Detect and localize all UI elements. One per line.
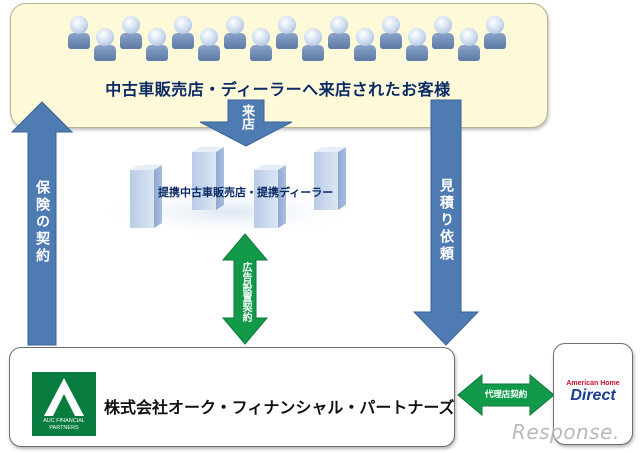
partner-box: American Home Direct: [553, 343, 633, 445]
customer-figure-icon: [354, 28, 376, 62]
auc-financial-logo: AUC FINANCIAL PARTNERS: [32, 372, 96, 436]
dealer-label: 提携中古車販売店・提携ディーラー: [158, 186, 334, 199]
quote-request-label: 見積り依頼: [438, 178, 454, 263]
logo-text-line1: AUC FINANCIAL: [43, 418, 85, 424]
insurance-contract-label: 保険の契約: [34, 180, 50, 265]
partner-line2: Direct: [570, 387, 616, 404]
customer-figure-icon: [94, 28, 116, 62]
customer-figure-icon: [198, 28, 220, 62]
customer-figure-icon: [328, 16, 350, 50]
response-watermark: Response.: [512, 420, 620, 444]
customer-figure-icon: [432, 16, 454, 50]
customer-figure-icon: [250, 28, 272, 62]
ad-placement-arrow: [221, 233, 269, 345]
customer-figure-icon: [224, 16, 246, 50]
agency-contract-label: 代理店契約: [484, 390, 528, 400]
visit-label: 来店: [239, 104, 254, 130]
customer-figure-icon: [458, 28, 480, 62]
customer-figure-icon: [302, 28, 324, 62]
auc-a-mark-icon: [44, 378, 84, 416]
partner-line1: American Home: [566, 380, 620, 387]
company-name: 株式会社オーク・フィナンシャル・パートナーズ: [104, 398, 455, 417]
customer-figure-icon: [406, 28, 428, 62]
customer-figure-icon: [484, 16, 506, 50]
quote-request-arrow: [412, 99, 480, 346]
customer-figure-icon: [172, 16, 194, 50]
customer-figure-icon: [146, 28, 168, 62]
customers-title: 中古車販売店・ディーラーへ来店されたお客様: [105, 80, 451, 99]
logo-text-line2: PARTNERS: [49, 425, 79, 431]
customer-figure-icon: [276, 16, 298, 50]
customer-figure-icon: [120, 16, 142, 50]
insurance-contract-arrow: [10, 101, 74, 346]
customer-figure-icon: [68, 16, 90, 50]
dealer-buildings: [130, 147, 346, 228]
ad-placement-label: 広告設置契約: [240, 262, 251, 322]
visit-arrow: [199, 99, 293, 147]
customer-figure-icon: [380, 16, 402, 50]
